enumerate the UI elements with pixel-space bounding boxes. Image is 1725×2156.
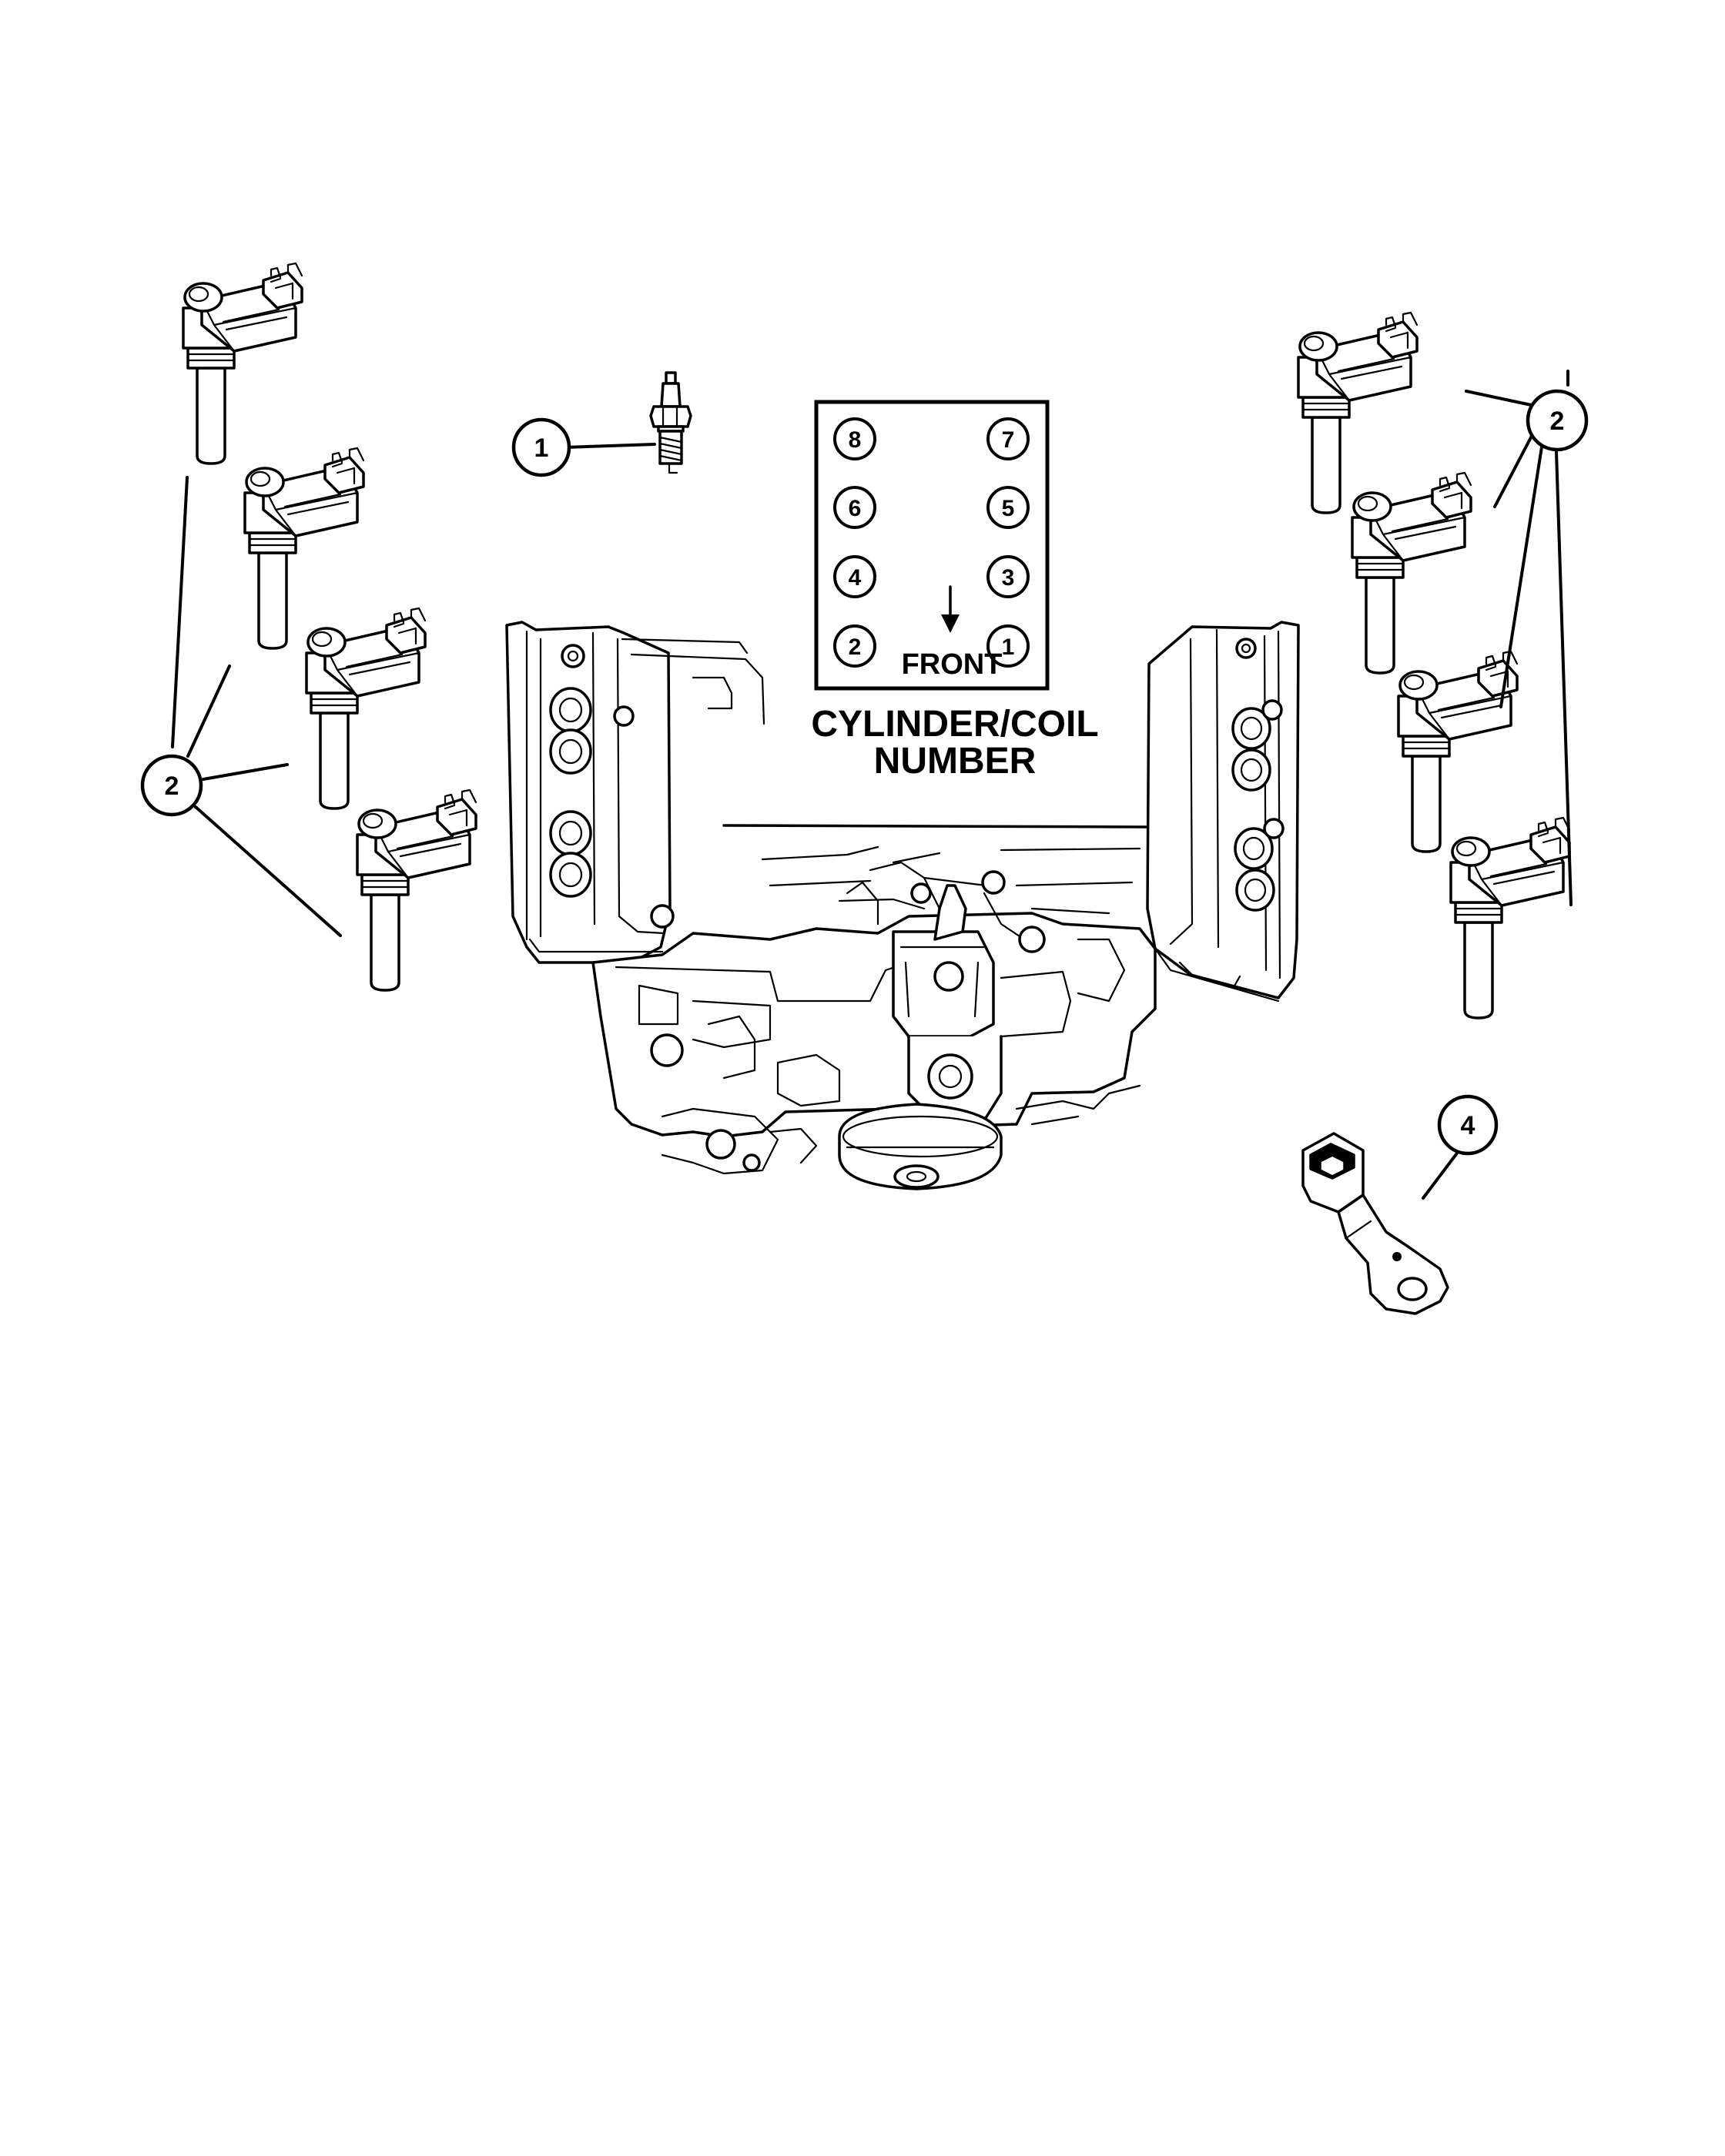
cylinder-5: 5 xyxy=(986,486,1030,529)
cylinder-chart-caption-line1: CYLINDER/COIL xyxy=(811,704,1098,745)
cylinder-7-label: 7 xyxy=(1002,427,1015,453)
cylinder-chart-caption-line2: NUMBER xyxy=(874,741,1037,782)
engine-block-illustration xyxy=(505,621,1300,1190)
ignition-coil-right-2 xyxy=(1351,471,1472,675)
cylinder-8: 8 xyxy=(833,417,876,460)
callout-2-right-label: 2 xyxy=(1550,407,1565,436)
callout-4: 4 xyxy=(1437,1094,1499,1156)
front-label: FRONT xyxy=(902,648,1003,681)
ignition-coil-left-2 xyxy=(243,447,365,650)
cylinder-1-label: 1 xyxy=(1002,634,1015,660)
cylinder-coil-number-chart: 8 7 6 5 4 3 2 1 xyxy=(811,400,1099,782)
callout-2-left: 2 xyxy=(140,754,203,817)
cylinder-7: 7 xyxy=(986,417,1030,460)
cylinder-8-label: 8 xyxy=(849,427,862,453)
ignition-coil-right-3 xyxy=(1397,650,1519,853)
callout-1-label: 1 xyxy=(534,434,549,463)
callout-2-right: 2 xyxy=(1526,389,1589,452)
ignition-coil-left-1 xyxy=(182,262,303,465)
spark-plug xyxy=(649,371,692,474)
cylinder-3-label: 3 xyxy=(1002,565,1015,591)
cylinder-1: 1 xyxy=(986,624,1030,668)
cylinder-6: 6 xyxy=(833,486,876,529)
cylinder-5-label: 5 xyxy=(1002,496,1015,521)
callout-2-left-label: 2 xyxy=(165,772,179,801)
ignition-coil-right-4 xyxy=(1449,816,1571,1019)
cylinder-3: 3 xyxy=(986,555,1030,598)
position-sensor xyxy=(1301,1132,1449,1315)
ignition-coil-left-4 xyxy=(356,788,477,992)
callout-4-label: 4 xyxy=(1461,1111,1475,1140)
cylinder-4: 4 xyxy=(833,555,876,598)
cylinder-2-label: 2 xyxy=(849,634,862,660)
front-arrow-icon xyxy=(941,585,960,633)
cylinder-2: 2 xyxy=(833,624,876,668)
cylinder-6-label: 6 xyxy=(849,496,862,521)
cylinder-4-label: 4 xyxy=(849,565,862,591)
ignition-coil-right-1 xyxy=(1297,311,1419,514)
callout-1: 1 xyxy=(511,417,571,477)
ignition-coil-left-3 xyxy=(305,607,427,810)
